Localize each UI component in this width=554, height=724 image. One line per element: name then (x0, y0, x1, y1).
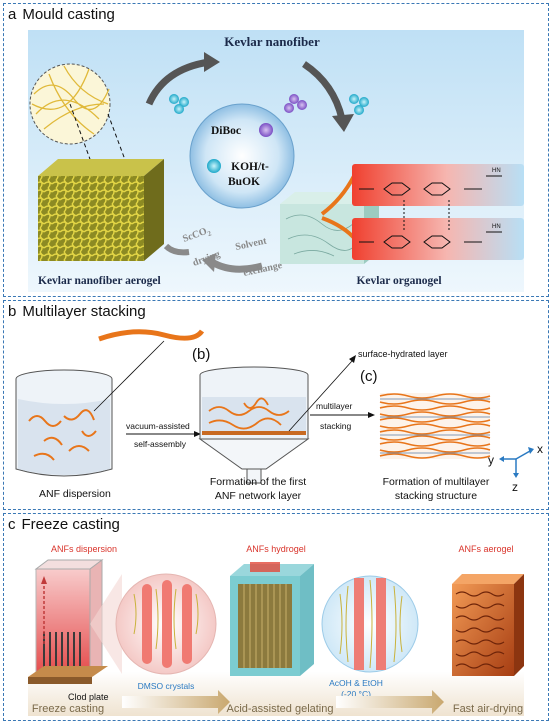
nanofiber-zoom-circle (29, 63, 135, 185)
single-fiber (98, 329, 205, 342)
freeze-casting-step: Freeze casting (32, 703, 104, 715)
first-layer-label-1: Formation of the first (210, 476, 306, 488)
arrow-top-right (302, 61, 346, 120)
aerogel-label: Kevlar nanofiber aerogel (38, 275, 161, 287)
diboc-label: DiBoc (211, 125, 241, 137)
arrow-acid-to-drying (336, 690, 444, 714)
acoh-bubble (321, 575, 419, 673)
reagent-balls (169, 94, 369, 115)
dmso-bubble (90, 573, 217, 675)
anf-beaker (15, 369, 113, 477)
arrow-drying (163, 243, 190, 256)
multilayer-stacking-diagram: ANF dispersion vacuum-assisted self-asse… (15, 329, 543, 502)
aerogel-block-orange (452, 574, 524, 676)
svg-text:HN: HN (492, 224, 501, 230)
multilayer-label-1: multilayer (316, 401, 353, 411)
dmso-crystals-label: DMSO crystals (138, 681, 195, 691)
svg-text:HN: HN (492, 168, 501, 174)
arrow-solvent (210, 258, 263, 273)
axis-y: y (488, 453, 494, 467)
axis-x: x (537, 442, 543, 456)
molecular-structure: HN HN (352, 164, 524, 260)
temperature-label: (-20 °C) (341, 689, 371, 699)
anfs-dispersion-label: ANFs dispersion (51, 544, 117, 554)
freeze-casting-diagram: ANFs dispersion ANFs hydrogel ANFs aerog… (28, 538, 524, 716)
stacked-layers (379, 393, 491, 459)
organogel-label: Kevlar organogel (356, 275, 441, 287)
reagent-circle (189, 103, 295, 209)
dispersion-container (28, 559, 108, 684)
aerogel-block (38, 159, 164, 261)
axis-z: z (512, 480, 518, 494)
vacuum-label-2: self-assembly (134, 439, 187, 449)
surface-layer-label: surface-hydrated layer (358, 349, 448, 359)
anfs-hydrogel-label: ANFs hydrogel (246, 544, 306, 554)
air-drying-step: Fast air-drying (453, 703, 523, 715)
hydrogel-block (230, 562, 314, 676)
koh-label-1: KOH/t- (231, 161, 269, 173)
kevlar-nanofiber-label: Kevlar nanofiber (224, 34, 320, 49)
arrow-freeze-to-acid (122, 690, 230, 714)
first-layer-label-2: ANF network layer (215, 490, 302, 502)
multilayer-label-2: stacking (320, 421, 351, 431)
mould-casting-diagram: Kevlar nanofiber Kevlar nanofiber aeroge… (28, 30, 524, 292)
filter-funnel (198, 366, 310, 484)
axis-indicator (499, 447, 534, 478)
label-c: (c) (360, 368, 378, 385)
acoh-etoh-label: AcOH & EtOH (329, 678, 383, 688)
anfs-aerogel-label: ANFs aerogel (458, 544, 513, 554)
koh-label-2: BuOK (228, 176, 260, 188)
vacuum-label-1: vacuum-assisted (126, 421, 190, 431)
acid-gelating-step: Acid-assisted gelating (226, 703, 333, 715)
anf-dispersion-label: ANF dispersion (39, 488, 111, 500)
stacking-label-1: Formation of multilayer (383, 476, 490, 488)
stacking-label-2: stacking structure (395, 490, 477, 502)
clod-plate-label: Clod plate (68, 692, 109, 702)
label-b: (b) (192, 346, 210, 363)
arrow-top-left (145, 58, 210, 106)
